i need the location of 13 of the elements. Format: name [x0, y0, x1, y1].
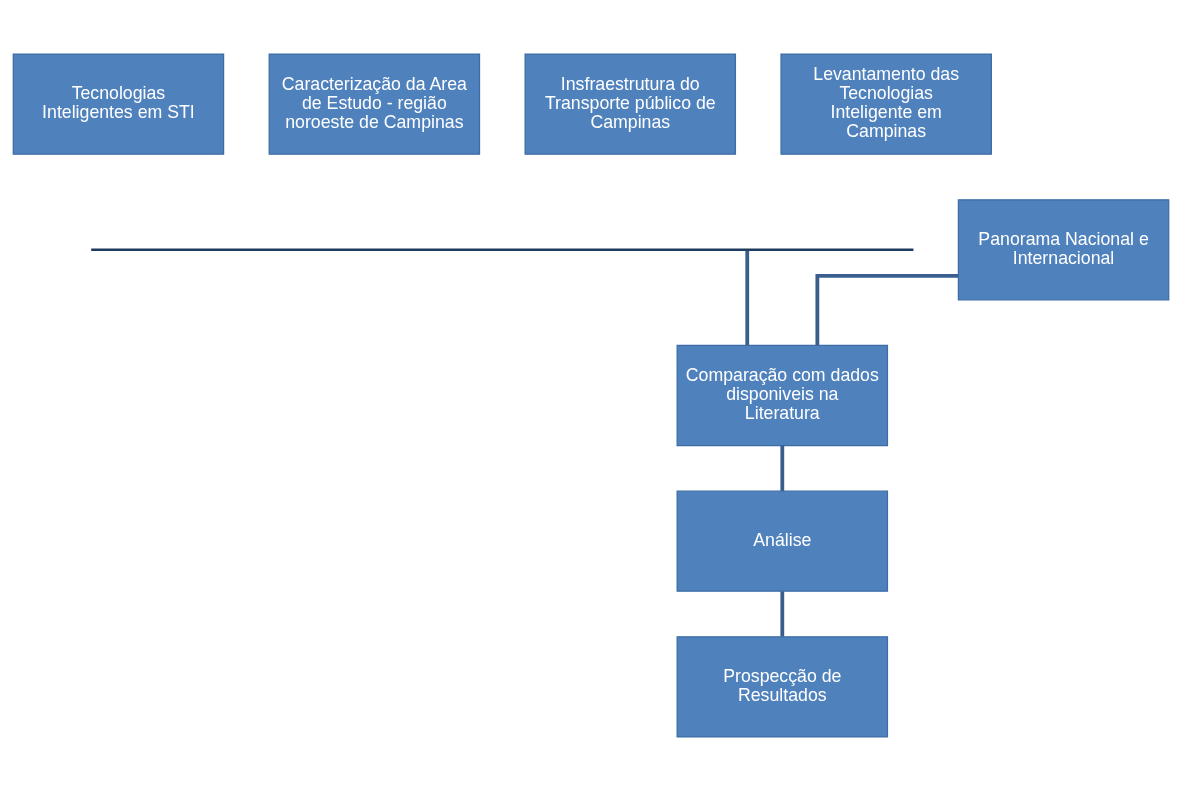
- node-box: Prospecção de Resultados: [676, 636, 889, 738]
- node-box: Caracterização da Area de Estudo - região noroeste de Campinas: [268, 53, 481, 155]
- node-box: Análise: [676, 490, 889, 592]
- connector: [745, 250, 750, 346]
- node-box: Insfraestrutura do Transporte público de Campinas: [524, 53, 737, 155]
- node-box: Comparação com dados disponiveis na Literatura: [676, 344, 889, 447]
- node-box: Panorama Nacional e Internacional: [957, 199, 1170, 301]
- node-box: Tecnologias Inteligentes em STI: [12, 53, 225, 155]
- connector: [780, 445, 785, 491]
- node-box: Levantamento das Tecnologias Inteligente em Campinas: [780, 53, 992, 155]
- connector: [815, 273, 959, 346]
- connector: [780, 591, 785, 637]
- node-bar: [91, 248, 914, 252]
